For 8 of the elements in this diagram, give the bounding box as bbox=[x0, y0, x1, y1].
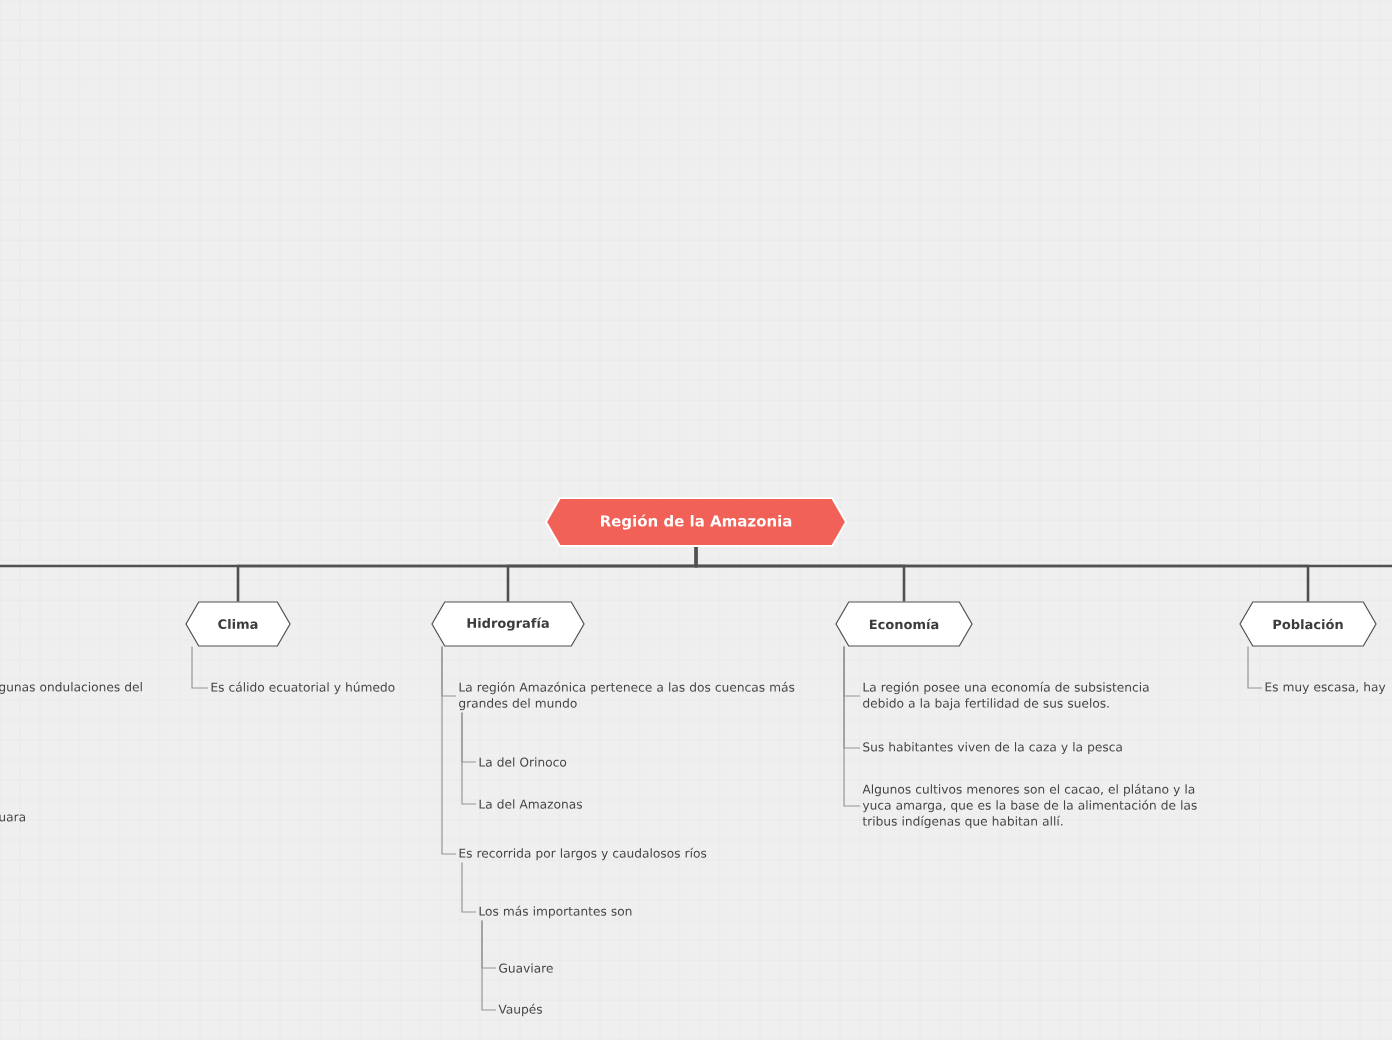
connector-line bbox=[461, 711, 477, 805]
connector-line bbox=[441, 646, 457, 855]
connector-line bbox=[694, 547, 1392, 568]
connector-line bbox=[1247, 646, 1263, 689]
connector-line bbox=[843, 646, 861, 807]
connector-line bbox=[461, 861, 477, 913]
connector-line bbox=[191, 646, 209, 689]
connector-line bbox=[481, 919, 497, 1011]
